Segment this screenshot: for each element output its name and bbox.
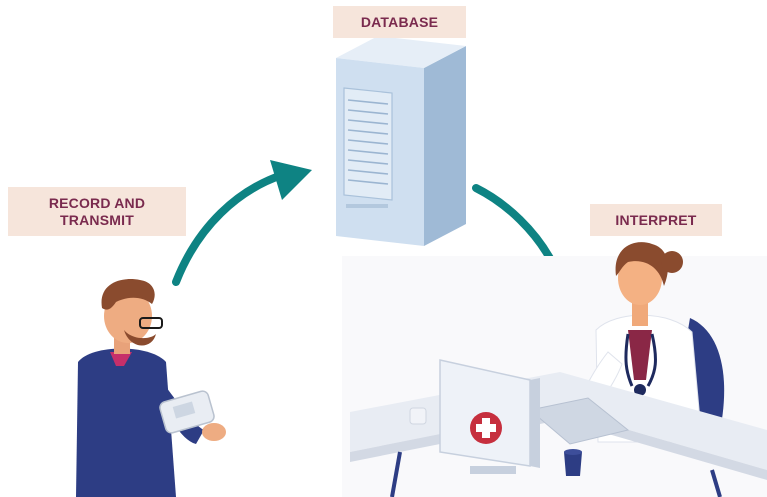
patient-with-bp-monitor-icon [76,279,226,497]
monitor-icon [439,359,540,474]
server-tower-icon [336,36,466,246]
record-transmit-label: RECORD AND TRANSMIT [8,187,186,236]
curved-arrow-up-icon [172,160,312,286]
interpret-label: INTERPRET [590,204,722,236]
database-label: DATABASE [333,6,466,38]
